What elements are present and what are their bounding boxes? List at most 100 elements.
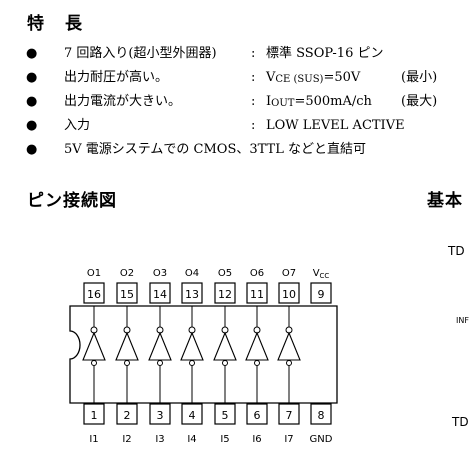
bullet-icon: ● bbox=[26, 46, 38, 61]
feature-text: 出力電流が大きい。 bbox=[64, 94, 182, 109]
feature-text: 出力耐圧が高い。 bbox=[64, 70, 169, 85]
inverter-buffer bbox=[277, 306, 301, 403]
pin-number-bottom: 5 bbox=[222, 409, 229, 422]
inverter-buffer bbox=[82, 306, 106, 403]
pin-number-top: 12 bbox=[218, 288, 232, 301]
bullet-icon: ● bbox=[26, 94, 38, 109]
pin-label-bottom: I1 bbox=[89, 434, 98, 445]
pin-box-top bbox=[214, 282, 236, 304]
feature-text: 入力 bbox=[64, 118, 91, 133]
pin-number-bottom: 1 bbox=[91, 409, 98, 422]
vcc-subscript: CC bbox=[320, 272, 330, 280]
buffer-triangle bbox=[277, 331, 301, 361]
pin-number-bottom: 7 bbox=[286, 409, 293, 422]
pin-label-bottom: I3 bbox=[155, 434, 164, 445]
feature-note: (最小) bbox=[401, 70, 438, 85]
input-bubble bbox=[124, 360, 130, 366]
pin-label-top: VCC bbox=[313, 268, 330, 280]
buffer-triangle bbox=[148, 331, 172, 361]
pin-label-bottom: I5 bbox=[220, 434, 229, 445]
pin-number-top: 9 bbox=[318, 288, 325, 301]
pin-box-top bbox=[310, 282, 332, 304]
input-bubble bbox=[286, 360, 292, 366]
value-rest: =500mA/ch bbox=[294, 94, 372, 109]
feature-note: (最大) bbox=[401, 94, 438, 109]
pin-label-top: O3 bbox=[153, 268, 167, 279]
pin-box-bottom bbox=[83, 403, 105, 425]
basic-circuit-label-top: TD bbox=[448, 244, 465, 258]
pin-box-bottom bbox=[246, 403, 268, 425]
input-bubble bbox=[254, 360, 260, 366]
pin-box-top bbox=[278, 282, 300, 304]
pin-box-bottom bbox=[149, 403, 171, 425]
pin-number-bottom: 6 bbox=[254, 409, 261, 422]
pin-label-bottom: I6 bbox=[252, 434, 261, 445]
pin-box-bottom bbox=[181, 403, 203, 425]
pin-label-bottom: I4 bbox=[187, 434, 196, 445]
pin-box-bottom bbox=[310, 403, 332, 425]
bullet-icon: ● bbox=[26, 142, 38, 157]
buffer-triangle bbox=[82, 331, 106, 361]
feature-value: IOUT=500mA/ch bbox=[266, 90, 372, 116]
inverter-buffer bbox=[115, 306, 139, 403]
bullet-icon: ● bbox=[26, 118, 38, 133]
buffer-triangle bbox=[245, 331, 269, 361]
pin-label-top: O5 bbox=[218, 268, 232, 279]
value-main: V bbox=[266, 70, 276, 85]
feature-text: 7 回路入り(超小型外囲器) bbox=[64, 46, 217, 61]
pin-number-bottom: 2 bbox=[124, 409, 131, 422]
feature-value: 標準 SSOP-16 ピン bbox=[266, 46, 384, 61]
value-sub: OUT bbox=[271, 98, 295, 109]
inverter-buffer bbox=[213, 306, 237, 403]
inverter-buffer bbox=[245, 306, 269, 403]
feature-text: 5V 電源システムでの CMOS、3TTL などと直結可 bbox=[64, 142, 366, 157]
inverter-buffer bbox=[180, 306, 204, 403]
basic-circuit-label-mid: INF bbox=[456, 316, 469, 325]
pin-label-top: O7 bbox=[282, 268, 296, 279]
pin-number-bottom: 3 bbox=[157, 409, 164, 422]
input-bubble bbox=[189, 360, 195, 366]
pin-number-top: 10 bbox=[282, 288, 296, 301]
pin-label-bottom: I2 bbox=[122, 434, 131, 445]
pin-box-top bbox=[149, 282, 171, 304]
pin-number-bottom: 8 bbox=[318, 409, 325, 422]
value-rest: =50V bbox=[323, 70, 361, 85]
features-title: 特 長 bbox=[27, 14, 84, 34]
feature-value: LOW LEVEL ACTIVE bbox=[266, 118, 405, 133]
pin-number-top: 15 bbox=[120, 288, 134, 301]
pin-box-bottom bbox=[116, 403, 138, 425]
bullet-icon: ● bbox=[26, 70, 38, 85]
pin-box-top bbox=[181, 282, 203, 304]
feature-colon: : bbox=[251, 46, 256, 61]
value-sub: CE (SUS) bbox=[275, 74, 324, 85]
inverter-buffer bbox=[148, 306, 172, 403]
feature-colon: : bbox=[251, 94, 256, 109]
pin-box-top bbox=[246, 282, 268, 304]
input-bubble bbox=[91, 360, 97, 366]
input-bubble bbox=[157, 360, 163, 366]
pin-box-bottom bbox=[214, 403, 236, 425]
pin-box-bottom bbox=[278, 403, 300, 425]
input-bubble bbox=[222, 360, 228, 366]
buffer-triangle bbox=[213, 331, 237, 361]
basic-circuit-title: 基本 bbox=[427, 191, 463, 211]
pin-label-top: O2 bbox=[120, 268, 134, 279]
basic-circuit-label-bottom: TD bbox=[452, 415, 469, 429]
pin-diagram-title: ピン接続図 bbox=[27, 191, 117, 211]
pin-number-top: 14 bbox=[153, 288, 167, 301]
buffer-triangle bbox=[115, 331, 139, 361]
pin-number-top: 11 bbox=[250, 288, 264, 301]
feature-value: VCE (SUS)=50V bbox=[266, 66, 360, 92]
pin-label-bottom: GND bbox=[310, 434, 333, 445]
pin-label-top: O6 bbox=[250, 268, 264, 279]
value-main: I bbox=[266, 94, 272, 109]
pin-label-top: O1 bbox=[87, 268, 101, 279]
pin-label-top: O4 bbox=[185, 268, 199, 279]
pin-label-bottom: I7 bbox=[284, 434, 293, 445]
pin-number-top: 13 bbox=[185, 288, 199, 301]
buffer-triangle bbox=[180, 331, 204, 361]
feature-colon: : bbox=[251, 118, 256, 133]
pin-number-bottom: 4 bbox=[189, 409, 196, 422]
pin-box-top bbox=[116, 282, 138, 304]
